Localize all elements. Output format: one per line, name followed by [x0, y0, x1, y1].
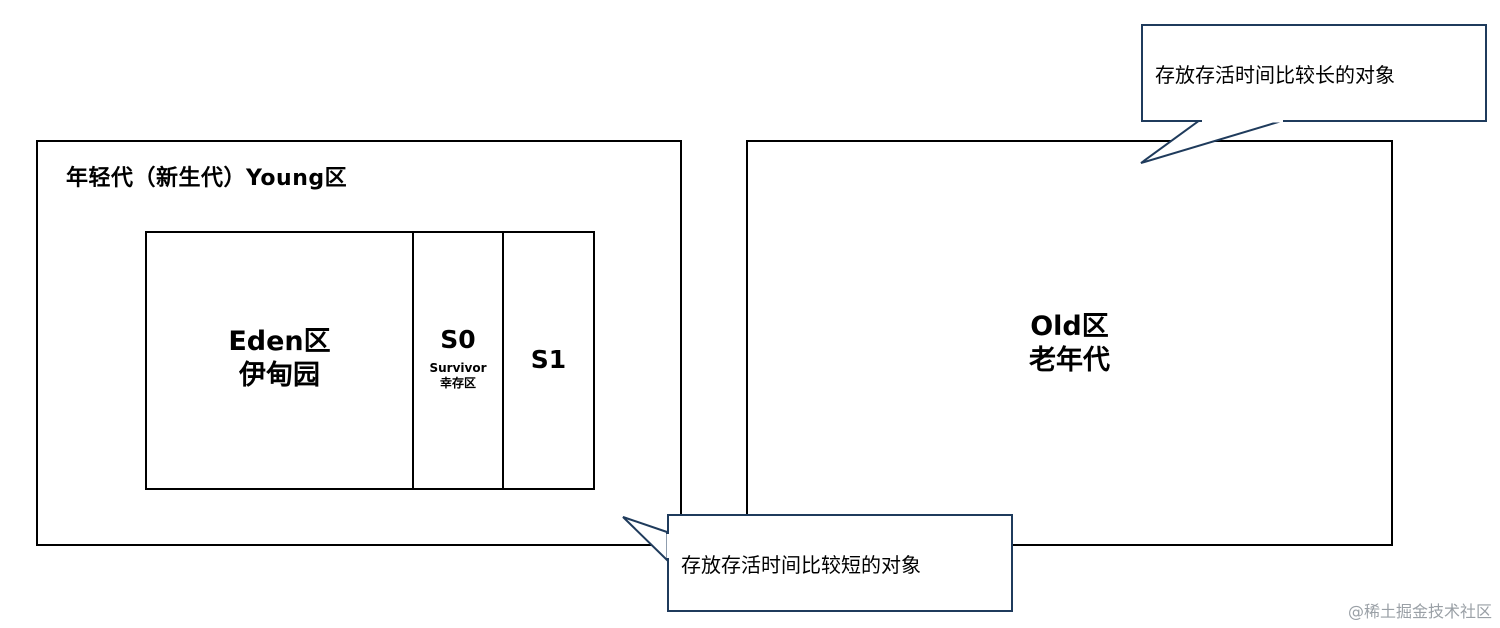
callout-old-objects: 存放存活时间比较长的对象 — [1141, 24, 1487, 122]
s0-box: S0 Survivor 幸存区 — [412, 231, 504, 490]
old-label-line1: Old区 — [1030, 311, 1109, 342]
watermark: @稀土掘金技术社区 — [1347, 602, 1492, 621]
callout-young-objects: 存放存活时间比较短的对象 — [667, 514, 1013, 612]
callout-old-text: 存放存活时间比较长的对象 — [1155, 62, 1395, 87]
young-generation-title: 年轻代（新生代）Young区 — [66, 166, 348, 191]
eden-label: Eden区 伊甸园 — [147, 325, 412, 393]
old-label-line2: 老年代 — [1029, 345, 1110, 376]
s1-label: S1 — [530, 345, 567, 374]
s0-label: S0 — [440, 325, 476, 354]
s0-survivor-cn-label: 幸存区 — [439, 376, 476, 390]
s1-box: S1 — [502, 231, 595, 490]
s0-survivor-label: Survivor — [429, 361, 487, 375]
eden-label-line2: 伊甸园 — [239, 360, 320, 391]
old-generation-box: Old区 老年代 — [746, 140, 1393, 546]
callout-young-text: 存放存活时间比较短的对象 — [681, 552, 921, 577]
old-generation-label: Old区 老年代 — [748, 310, 1391, 378]
eden-label-line1: Eden区 — [228, 326, 331, 357]
eden-box: Eden区 伊甸园 — [145, 231, 414, 490]
